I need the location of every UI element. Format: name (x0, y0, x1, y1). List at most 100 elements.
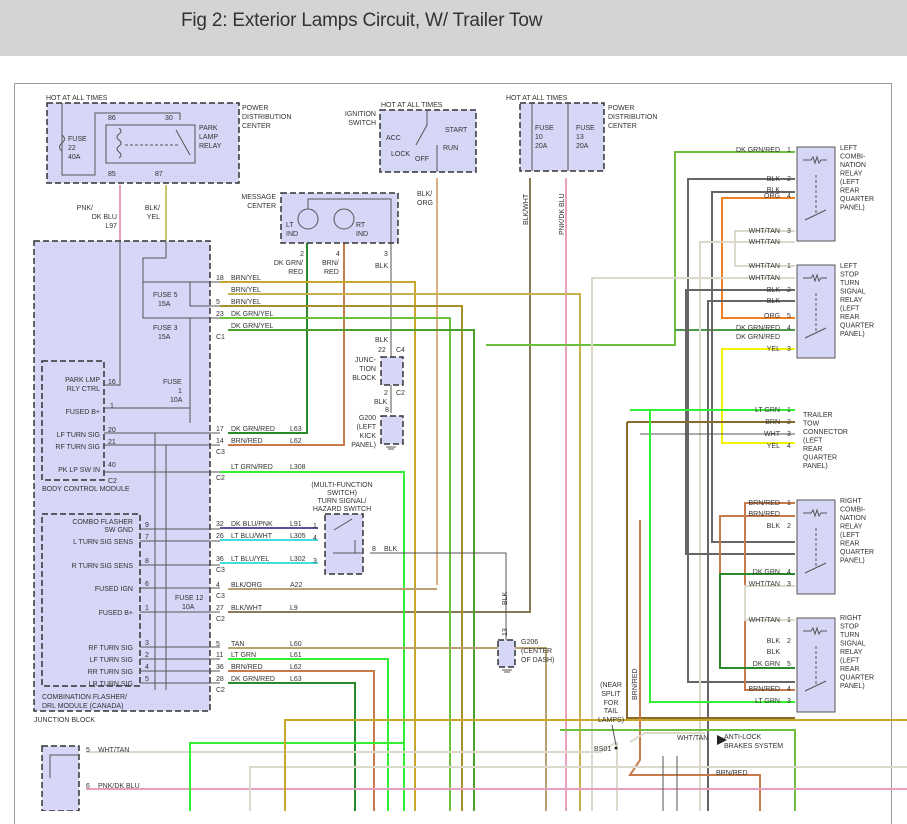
pin: 4 (145, 664, 149, 671)
wire-lt-grn-l61[interactable] (228, 658, 389, 811)
wire-wht-tan-left[interactable] (734, 230, 795, 267)
bottom-module-box (41, 745, 80, 811)
relay-wire-label: YEL (767, 346, 780, 353)
start-label: START (445, 127, 468, 134)
wire-blk-left-stop-2[interactable] (707, 300, 795, 811)
relay-coil-icon (803, 155, 827, 636)
relay-pin: 2 (787, 176, 791, 183)
relay-pin: 5 (787, 661, 791, 668)
wire-dk-grn-yel-2[interactable] (228, 329, 475, 811)
wire-brn-red-right-2[interactable] (719, 515, 795, 580)
wire-dk-grn-red-left[interactable] (486, 151, 795, 346)
wire-org-left[interactable] (721, 197, 795, 319)
jb-pin: 23 (216, 311, 224, 318)
wire-dk-grn-red-l63b[interactable] (228, 682, 356, 811)
wire-wht-tan-left-2[interactable] (699, 241, 795, 811)
wire-brn-right-long[interactable] (626, 422, 795, 719)
wire-dk-grn-bottom[interactable] (560, 729, 796, 811)
relay-wire-label: BRN/RED (748, 686, 780, 693)
relay-label-3: RELAY (199, 143, 222, 150)
message-center: LT IND RT IND MESSAGE CENTER 2 4 3 DK GR… (241, 192, 399, 276)
pin-85: 85 (108, 171, 116, 178)
trailer-name: REAR (803, 446, 822, 453)
pin: 3 (145, 640, 149, 647)
pin: 1 (145, 605, 149, 612)
turn-switch-name: TURN SIGNAL/ (317, 498, 366, 505)
wire-wht-tan-bottom[interactable] (86, 741, 618, 753)
jb-circuit-label: L63 (290, 676, 302, 683)
ignition-switch-arm (415, 110, 428, 146)
wire-wht-tan-left-3[interactable] (591, 277, 795, 811)
junction-block-small: BLK 22 C4 JUNC- TION BLOCK 2 C2 BLK 8 G2… (351, 337, 405, 450)
relay-wire-label: WHT/TAN (749, 275, 780, 282)
trailer-name: CONNECTOR (803, 429, 848, 436)
wire-dk-grn-right[interactable] (719, 573, 795, 669)
jb-connector: C2 (216, 475, 225, 482)
wire-blk-left-combo[interactable] (687, 178, 795, 683)
ignition-box (379, 109, 477, 173)
wire-brn-yel-2[interactable] (228, 293, 581, 811)
wire-tan-l60[interactable] (228, 647, 547, 811)
wire-dk-grn-yel-1[interactable] (220, 317, 451, 811)
relay-name: (LEFT (840, 532, 860, 539)
jb-pin: 36 (216, 556, 224, 563)
pin: 3 (313, 558, 317, 565)
relay-wire-label: WHT/TAN (749, 581, 780, 588)
pin: 16 (108, 379, 116, 386)
wire-brn-yel-lower[interactable] (284, 719, 907, 811)
wire-brn-red-l62b[interactable] (228, 670, 375, 811)
wire-lt-grn-red-l308[interactable] (220, 471, 405, 811)
pdc-bus (61, 103, 181, 176)
wire-label: RED (324, 269, 339, 276)
relay-name: NATION (840, 162, 866, 169)
ignition-switch: HOT AT ALL TIMES ACC LOCK OFF START RUN … (345, 102, 477, 207)
jb-pin: 27 (216, 605, 224, 612)
pin-30: 30 (165, 115, 173, 122)
wire-lt-grn-right[interactable] (649, 410, 795, 703)
wire-wht-tan-lower[interactable] (249, 766, 907, 811)
page-header: Fig 2: Exterior Lamps Circuit, W/ Traile… (0, 0, 907, 56)
relay-label-2: LAMP (199, 134, 218, 141)
wire-brn-red-vert[interactable] (628, 520, 761, 811)
wire-brn-red-l62[interactable] (228, 243, 345, 446)
wire-wht-tan-abs[interactable] (629, 732, 705, 743)
wire-blk-left-combo-2[interactable] (711, 191, 795, 543)
jb-circuit-label: A22 (290, 582, 303, 589)
wire-wht-tan-right[interactable] (744, 585, 795, 621)
wire-label: BRN/RED (632, 668, 639, 700)
wire-blk-turn-switch[interactable] (370, 552, 507, 640)
splice-note: SPLIT (601, 691, 621, 698)
flasher-pin-label: R TURN SIG SENS (72, 563, 134, 570)
flasher-pin-label: SW GND (104, 527, 133, 534)
wire-label: PNK/DK BLU (559, 193, 566, 235)
relay-name: QUARTER (840, 196, 874, 203)
turn-switch-name: HAZARD SWITCH (313, 506, 371, 513)
turn-switch-box (324, 513, 364, 575)
relay-name: REAR (840, 314, 859, 321)
wire-brn-yel-3[interactable] (220, 305, 463, 811)
wire-label: BLK (502, 591, 509, 605)
relay-coil-icon (116, 127, 122, 159)
fuse22-label: FUSE (68, 136, 87, 143)
wire-lt-grn-lower[interactable] (189, 742, 404, 811)
relay-wire-label: DK GRN/RED (736, 334, 780, 341)
flasher-pin-label: RF TURN SIG (88, 645, 133, 652)
relay-pin: 3 (787, 698, 791, 705)
jb-circuit-label: L305 (290, 533, 306, 540)
wire-yel-left-stop[interactable] (721, 348, 795, 444)
wire-blk-wht[interactable] (228, 178, 531, 613)
pdc-name: CENTER (608, 123, 637, 130)
jb-wire-label: TAN (231, 641, 244, 648)
flasher-pin-label: COMBO FLASHER (72, 519, 133, 526)
flasher-pin-label: RR TURN SIG (88, 669, 133, 676)
fuse10-label: FUSE (535, 125, 554, 132)
hot-label: HOT AT ALL TIMES (46, 95, 108, 102)
wire-brn-yel-1[interactable] (220, 281, 416, 811)
relay-wire-label: LT GRN (755, 698, 780, 705)
jb-wire-label: BRN/YEL (231, 287, 261, 294)
g206: BLK 13 G206 (CENTER OF DASH) (497, 591, 554, 673)
wire-label: BRN/RED (716, 770, 748, 777)
pin: 22 (378, 347, 386, 354)
lock-label: LOCK (391, 151, 410, 158)
